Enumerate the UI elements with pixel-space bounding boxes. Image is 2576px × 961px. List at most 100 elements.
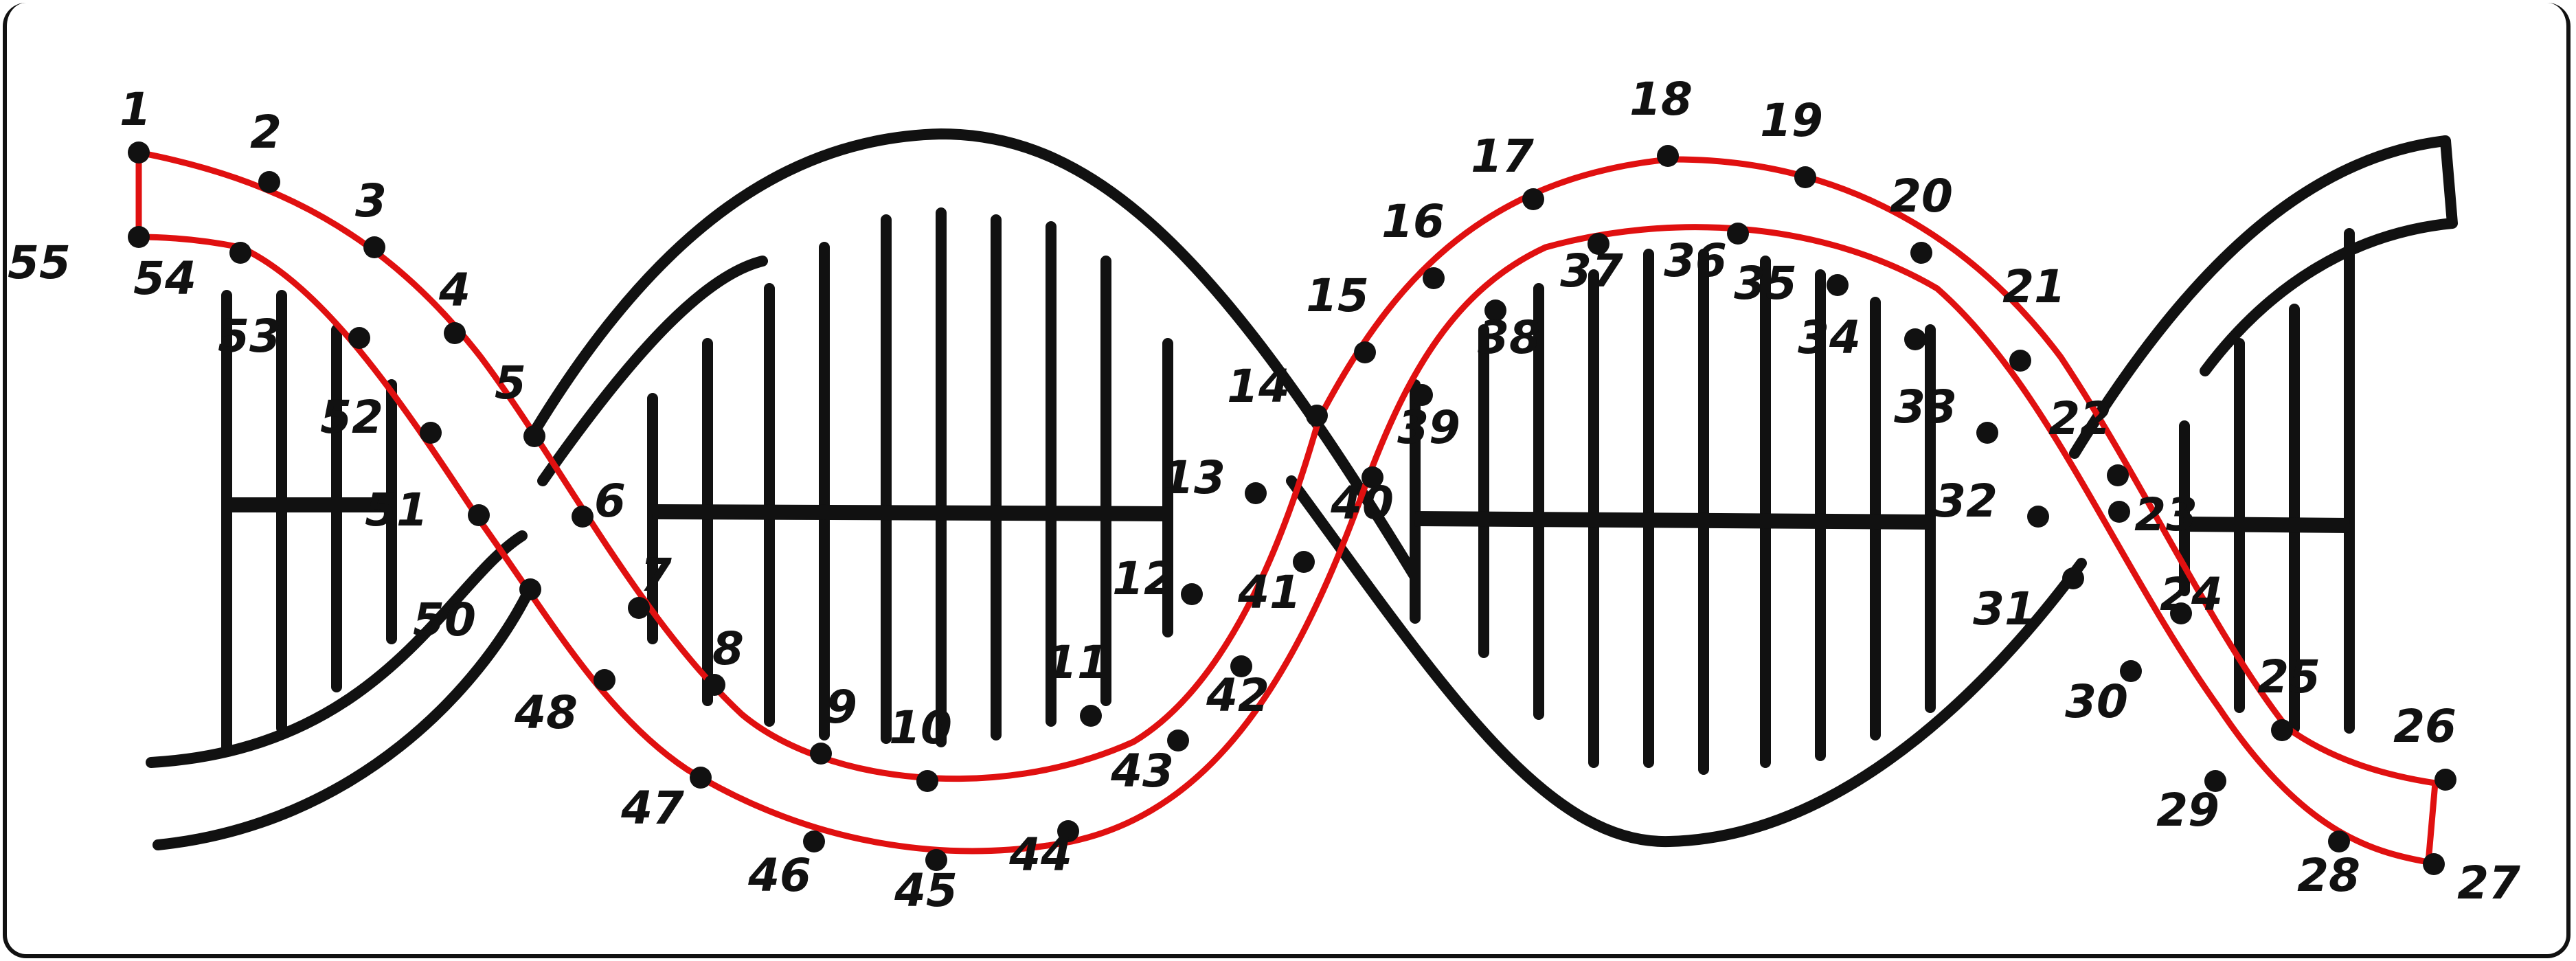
- dot-40: [1362, 466, 1383, 488]
- dot-label-41: 41: [1237, 566, 1301, 619]
- dot-label-42: 42: [1206, 669, 1269, 722]
- dot-20: [1910, 242, 1932, 264]
- dot-label-54: 54: [133, 252, 196, 305]
- rung-l4: [764, 242, 830, 740]
- dot-13: [1245, 482, 1267, 504]
- dot-42: [1230, 655, 1252, 677]
- dot-label-20: 20: [1890, 170, 1953, 223]
- dot-label-3: 3: [355, 174, 387, 227]
- dot-10: [916, 770, 938, 792]
- dot-label-19: 19: [1760, 94, 1823, 147]
- dot-label-28: 28: [2297, 849, 2360, 902]
- dot-44: [1057, 820, 1079, 842]
- dot-label-27: 27: [2457, 857, 2520, 909]
- dot-16: [1423, 267, 1445, 289]
- dot-29: [2204, 770, 2226, 792]
- dot-label-40: 40: [1330, 477, 1394, 530]
- dot-46: [803, 830, 825, 852]
- dot-label-26: 26: [2393, 700, 2456, 753]
- helix-crossbars: [227, 497, 2350, 533]
- dot-30: [2120, 660, 2142, 682]
- helix-strand-back-right: [1286, 475, 2087, 848]
- dot-26: [2434, 769, 2456, 791]
- dot-2: [258, 171, 280, 193]
- dot-34: [1904, 328, 1926, 350]
- dot-53: [348, 327, 370, 349]
- dot-15: [1354, 341, 1376, 363]
- dot-label-43: 43: [1110, 745, 1174, 798]
- dot-8: [703, 674, 725, 696]
- dot-54: [229, 242, 251, 264]
- dot-label-35: 35: [1734, 257, 1797, 310]
- dot-label-18: 18: [1629, 73, 1693, 126]
- dot-label-16: 16: [1381, 195, 1445, 248]
- dot-39: [1411, 384, 1433, 406]
- dot-label-25: 25: [2257, 651, 2320, 703]
- dot-11: [1080, 705, 1102, 727]
- dot-label-5: 5: [495, 357, 526, 409]
- dot-label-10: 10: [889, 701, 952, 754]
- dot-label-36: 36: [1664, 234, 1727, 287]
- rung-r3: [1643, 249, 1709, 775]
- dot-22: [2107, 464, 2129, 486]
- dot-32: [2027, 506, 2049, 528]
- dot-label-24: 24: [2160, 568, 2223, 621]
- dot-label-34: 34: [1798, 311, 1861, 364]
- helix-strand-back-left-inner: [537, 256, 768, 486]
- dot-label-9: 9: [826, 681, 857, 734]
- dot-label-30: 30: [2065, 675, 2128, 728]
- dot-5: [523, 425, 545, 447]
- dot-label-23: 23: [2134, 488, 2197, 541]
- dot-label-39: 39: [1397, 401, 1460, 454]
- dot-label-31: 31: [1973, 583, 2036, 635]
- dot-24: [2170, 602, 2192, 624]
- dot-45: [925, 849, 947, 871]
- dot-14: [1306, 405, 1328, 427]
- rung-l6: [991, 214, 1057, 740]
- dot-28: [2328, 830, 2350, 852]
- dot-25: [2271, 719, 2293, 741]
- rung-l5: [881, 207, 947, 747]
- dot-38: [1484, 299, 1506, 321]
- dot-17: [1522, 188, 1544, 210]
- dot-3: [363, 236, 385, 258]
- dot-33: [1976, 422, 1998, 444]
- dot-label-1: 1: [120, 83, 151, 136]
- dot-label-53: 53: [218, 310, 281, 363]
- dot-label-8: 8: [712, 622, 744, 675]
- rung-l1: [221, 290, 287, 754]
- dot-label-37: 37: [1560, 245, 1623, 297]
- dot-label-6: 6: [594, 475, 626, 528]
- dot-35: [1827, 274, 1849, 296]
- dot-label-11: 11: [1046, 636, 1109, 689]
- dot-label-22: 22: [2048, 392, 2112, 445]
- helix-strand-back-left: [530, 128, 1421, 583]
- dot-27: [2423, 853, 2445, 875]
- dot-label-7: 7: [640, 549, 672, 602]
- dot-label-50: 50: [413, 593, 476, 646]
- dot-label-14: 14: [1227, 360, 1290, 413]
- dot-label-15: 15: [1306, 269, 1369, 322]
- rung-l7: [1100, 256, 1173, 706]
- dot-label-48: 48: [514, 686, 578, 739]
- dot-36: [1727, 223, 1749, 245]
- helix-outline: [146, 128, 2458, 850]
- dot-51: [468, 504, 490, 526]
- dot-12: [1181, 583, 1203, 605]
- dot-4: [444, 322, 466, 344]
- dot-label-33: 33: [1894, 381, 1957, 433]
- dot-label-2: 2: [250, 106, 282, 159]
- dot-label-47: 47: [620, 782, 684, 835]
- traced-path: [135, 149, 2439, 866]
- dot-55: [128, 226, 150, 248]
- dot-label-29: 29: [2156, 784, 2219, 837]
- dot-label-32: 32: [1934, 475, 1998, 528]
- helix-strand-front-left-2: [152, 585, 534, 850]
- dot-52: [420, 422, 442, 444]
- dot-19: [1794, 166, 1816, 188]
- dot-label-44: 44: [1008, 828, 1072, 881]
- dot-label-55: 55: [8, 236, 71, 289]
- dot-31: [2062, 567, 2084, 589]
- dot-1: [128, 142, 150, 163]
